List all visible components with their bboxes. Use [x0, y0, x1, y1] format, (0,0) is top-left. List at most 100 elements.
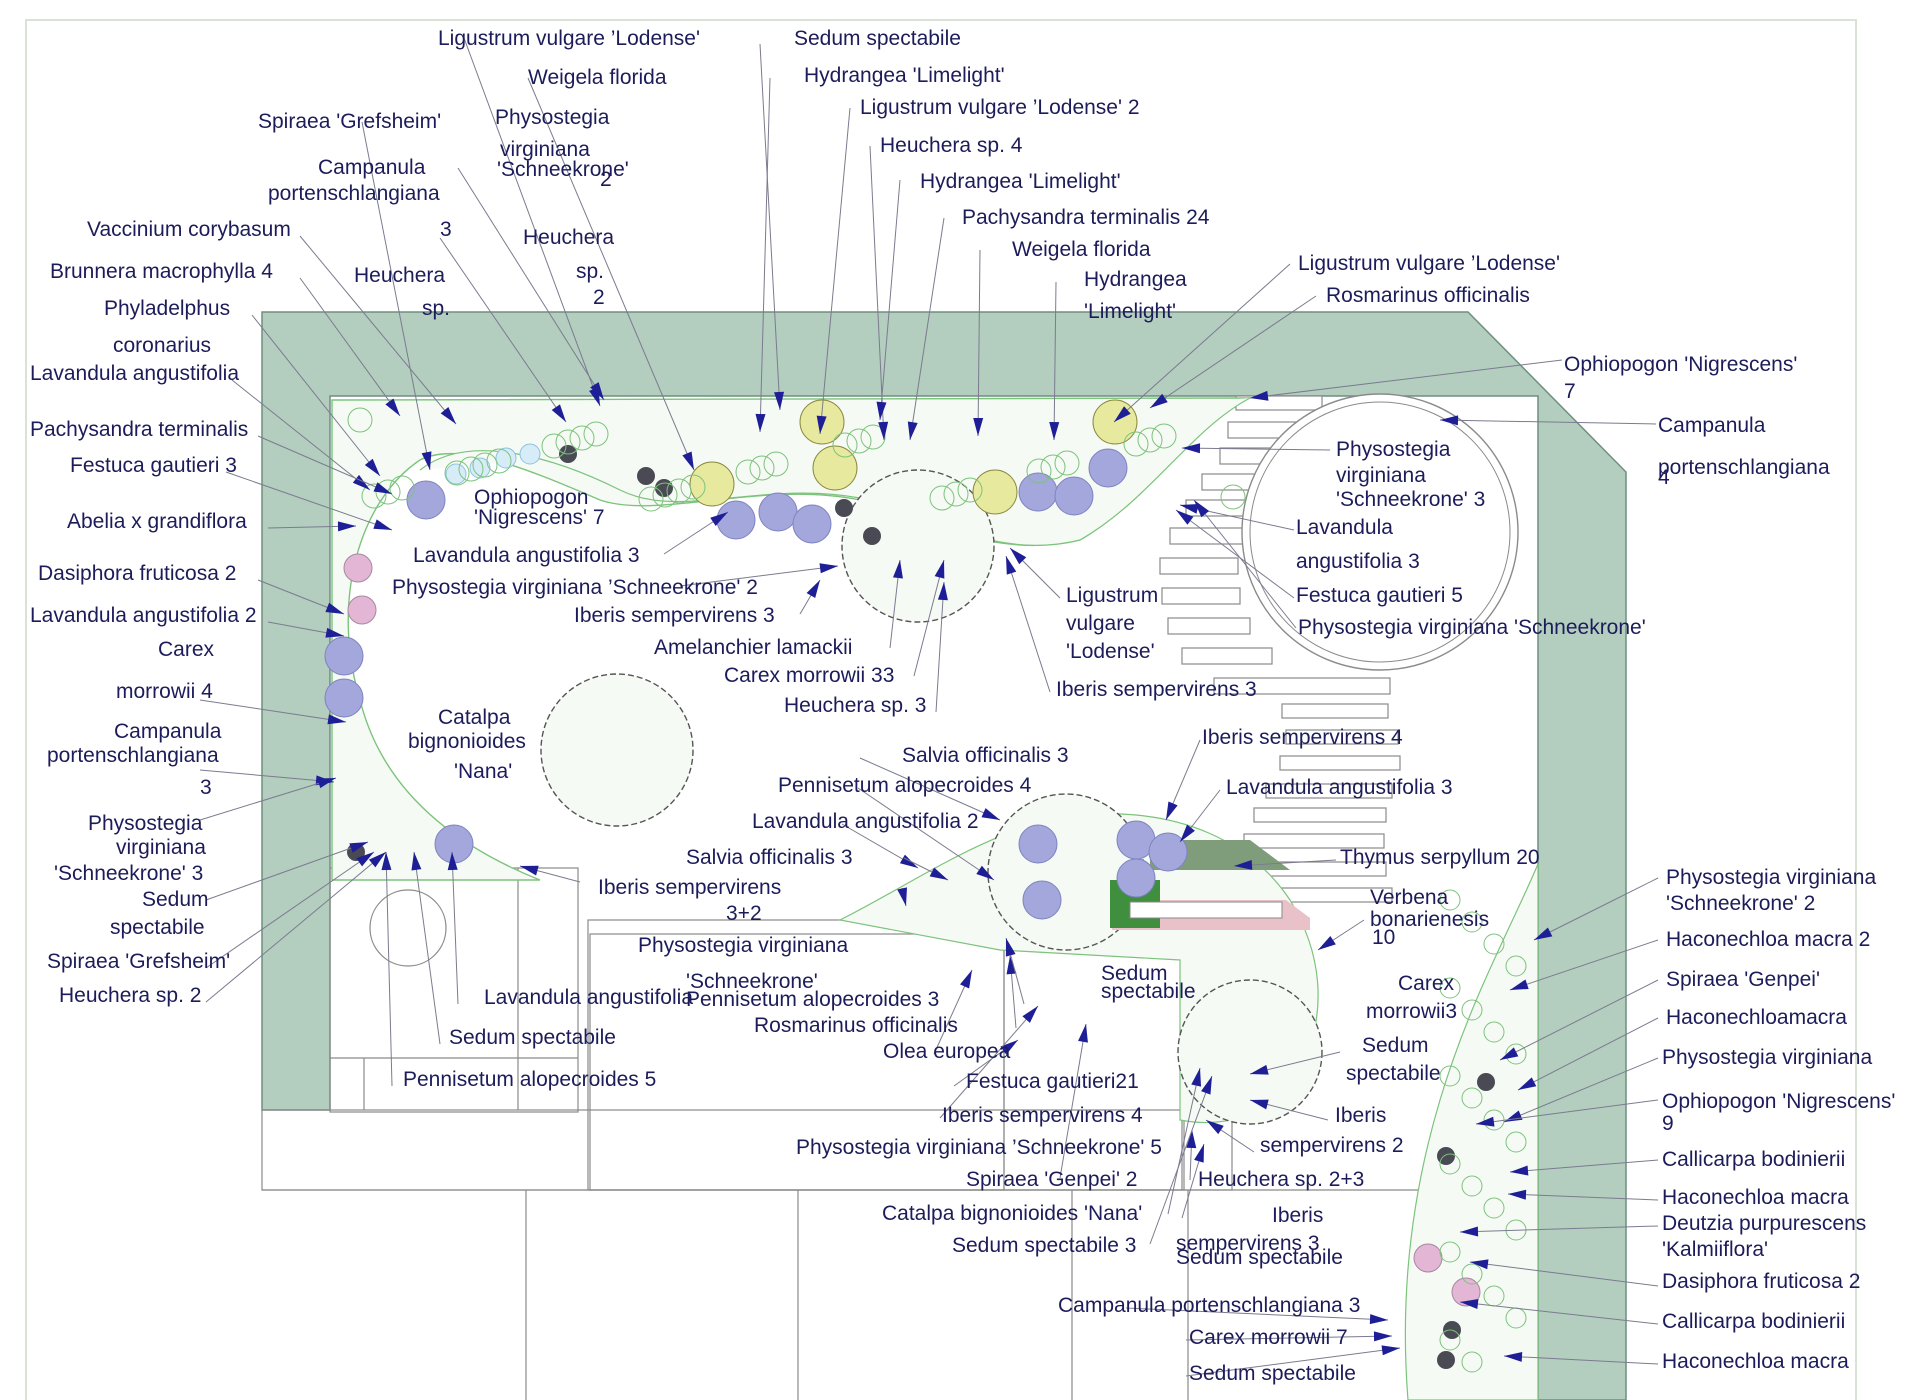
plant-label: vulgare	[1066, 612, 1135, 635]
plant-label: 'Schneekrone'	[686, 970, 818, 993]
leader-line	[909, 217, 945, 441]
plant-label: Lavandula	[1296, 516, 1393, 539]
leader-arrowhead	[1201, 1076, 1212, 1095]
plant-label: sempervirens 3	[1176, 1232, 1320, 1255]
festuca-symbol	[519, 443, 541, 465]
plant-label: Ligustrum vulgare ’Lodense' 2	[860, 96, 1140, 119]
leader-arrowhead	[385, 398, 400, 416]
hardscape-lines	[261, 867, 1538, 1400]
leader-arrowhead	[934, 560, 945, 579]
plant-label: Sedum	[142, 888, 209, 911]
plant-label: 3	[440, 218, 452, 241]
leader-arrowhead	[368, 852, 386, 868]
plant-label: Lavandula angustifolia 3	[413, 544, 640, 567]
leader-line	[413, 851, 441, 1045]
leader-line	[1459, 1225, 1659, 1233]
plant-label: Carex morrowii 7	[1189, 1326, 1348, 1349]
leader-arrowhead	[1006, 556, 1017, 575]
plant-label: Carex	[158, 638, 215, 661]
leader-line	[231, 379, 371, 491]
perennial-symbol	[1439, 1329, 1461, 1351]
leader-arrowhead	[1508, 1189, 1527, 1200]
leader-line	[1503, 1057, 1659, 1123]
heuchera-symbol	[1437, 1351, 1455, 1369]
leader-arrowhead	[325, 627, 344, 638]
plant-label: bignonioides	[408, 730, 526, 753]
leader-arrowhead	[551, 404, 566, 422]
plant-label: Catalpa bignonioides 'Nana'	[882, 1202, 1142, 1225]
hydrangea-symbol	[812, 445, 858, 491]
lavender-symbol	[716, 500, 756, 540]
plant-label: Heuchera sp. 3	[784, 694, 926, 717]
lavender-symbol	[758, 492, 798, 532]
plant-label: 9	[1662, 1112, 1674, 1135]
plant-label: 'Schneekrone'	[497, 158, 629, 181]
plant-label: Spiraea 'Grefsheim'	[47, 950, 230, 973]
leader-arrowhead	[1476, 1116, 1495, 1127]
leader-arrowhead	[1250, 390, 1269, 401]
perennial-symbol	[458, 456, 484, 482]
plant-label: 3	[200, 776, 212, 799]
plant-label: 'Schneekrone' 3	[1336, 488, 1485, 511]
leader-line	[857, 787, 995, 881]
catalpa-tree	[540, 673, 694, 827]
leader-line	[759, 77, 771, 433]
leader-arrowhead	[774, 391, 785, 410]
plant-label: Iberis sempervirens	[598, 876, 781, 899]
leader-line	[859, 757, 1001, 821]
leader-arrowhead	[349, 842, 368, 853]
plant-label: Ophiopogon	[474, 486, 588, 509]
plant-label: 'Nigrescens' 7	[474, 506, 605, 529]
hydrangea-symbol	[689, 461, 735, 507]
perennial-symbol	[1483, 1197, 1505, 1219]
plant-label: Iberis sempervirens 3	[1056, 678, 1257, 701]
plant-label: Physostegia virginiana	[1662, 1046, 1872, 1069]
plant-label: Pennisetum alopecroides 4	[778, 774, 1032, 797]
leader-arrowhead	[1114, 406, 1131, 422]
dasiphora-symbol	[343, 553, 373, 583]
plant-label: Heuchera sp. 2	[59, 984, 201, 1007]
plant-label: Olea europea	[883, 1040, 1011, 1063]
leader-arrowhead	[937, 582, 948, 601]
plant-label: Ligustrum vulgare ’Lodense'	[1298, 252, 1560, 275]
plant-label: Campanula portenschlangiana 3	[1058, 1294, 1360, 1317]
leader-arrowhead	[1510, 979, 1529, 990]
perennial-symbol	[943, 481, 969, 507]
leader-arrowhead	[899, 854, 918, 868]
lavender-symbol	[406, 480, 446, 520]
plant-label: Campanula	[318, 156, 426, 179]
leader-line	[257, 435, 393, 495]
plant-label: Physostegia virginiana	[1666, 866, 1876, 889]
plant-label: Vaccinium corybasum	[87, 218, 291, 241]
leader-arrowhead	[1182, 443, 1201, 454]
leader-line	[439, 237, 567, 423]
leader-line	[527, 77, 695, 471]
plant-label: Lavandula angustifolia	[30, 362, 239, 385]
leader-arrowhead	[1470, 1259, 1489, 1270]
leader-line	[1185, 1335, 1393, 1341]
perennial-symbol	[832, 432, 858, 458]
plant-label: Hydrangea 'Limelight'	[920, 170, 1121, 193]
plant-label: portenschlangiana	[268, 182, 440, 205]
leader-line	[1181, 447, 1331, 451]
drawing-frame	[25, 19, 1857, 1400]
leader-line	[199, 769, 335, 783]
plant-label: portenschlangiana	[1658, 456, 1830, 479]
leader-arrowhead	[317, 778, 336, 789]
plant-label: Physostegia virginiana 'Schneekrone'	[1298, 616, 1646, 639]
perennial-symbol	[1505, 955, 1527, 977]
perennial-symbol	[583, 421, 609, 447]
leader-line	[1503, 1355, 1659, 1365]
plant-label: Iberis sempervirens 4	[1202, 726, 1403, 749]
plant-label: Salvia officinalis 3	[902, 744, 1069, 767]
plant-label: Festuca gautieri 3	[70, 454, 237, 477]
perennial-symbol	[1220, 484, 1246, 510]
leader-line	[1005, 555, 1051, 693]
perennial-symbol	[1461, 911, 1483, 933]
perennial-symbol	[389, 475, 415, 501]
leader-line	[1509, 939, 1659, 991]
leader-line	[1113, 263, 1291, 423]
dasiphora-symbol	[347, 595, 377, 625]
leader-arrowhead	[1194, 500, 1210, 518]
leader-arrowhead	[381, 852, 392, 871]
